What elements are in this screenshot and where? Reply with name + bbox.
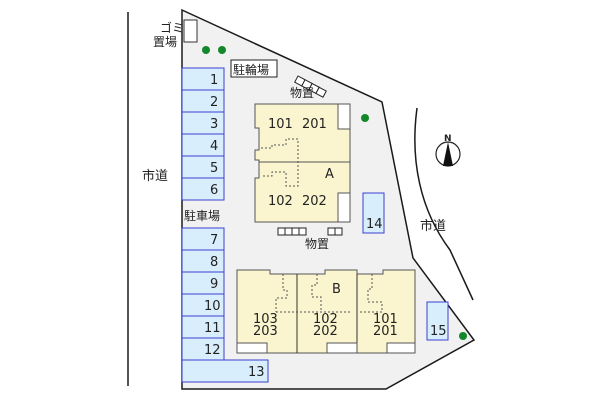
unit-b-202: 202 [313,324,338,339]
parking-number: 14 [366,217,383,232]
unit-b-201: 201 [373,324,398,339]
building-b-label: B [332,282,341,297]
parking-number: 3 [210,117,218,132]
unit-a-202: 202 [302,194,327,209]
north-compass-icon: N [435,134,461,167]
parking-number: 6 [210,183,218,198]
parking-number: 10 [204,299,221,314]
bicycle-parking-label: 駐輪場 [233,62,269,77]
unit-b-101: 101 [373,312,398,327]
bicycle-parking [230,59,278,78]
tree-icon [202,46,210,54]
unit-a-102: 102 [268,194,293,209]
parking-number: 13 [248,365,265,380]
unit-a-201: 201 [302,117,327,132]
parking-number: 7 [210,233,218,248]
tree-icon [361,114,369,122]
storage-top-label: 物置 [290,86,314,100]
garbage-area [183,19,198,43]
garbage-label-1: ゴミ [160,20,184,35]
right-road-edge [414,107,474,301]
storage-mid-label: 物置 [305,237,329,251]
north-label: N [444,134,452,144]
parking-number: 8 [210,255,218,270]
storage-top [294,75,327,98]
storage-mid [277,227,343,236]
road-right-label: 市道 [420,218,446,234]
garbage-label-2: 置場 [153,35,177,49]
parking-number: 1 [210,73,218,88]
parking-number: 5 [210,161,218,176]
building-a: 101 201 A 102 202 [254,103,351,223]
road-left-label: 市道 [142,168,168,184]
parking-number: 11 [204,321,221,336]
parking-space [181,177,225,201]
building-a-label: A [325,167,334,182]
unit-a-101: 101 [268,117,293,132]
parking-column-upper: 1 2 3 4 5 6 [181,67,225,201]
parking-number: 12 [204,343,221,358]
parking-number: 9 [210,277,218,292]
parking-number: 4 [210,139,218,154]
parking-column-lower: 7 8 9 10 11 12 13 [181,227,269,383]
parking-space [181,359,269,383]
parking-label: 駐車場 [184,208,220,223]
parking-space [426,301,449,341]
parking-space [362,192,385,234]
tree-icon [218,46,226,54]
tree-icon [459,332,467,340]
unit-b-203: 203 [253,324,278,339]
building-b: B 103 203 102 202 101 201 [236,269,416,354]
unit-b-103: 103 [253,312,278,327]
unit-b-102: 102 [313,312,338,327]
parking-number: 15 [430,324,447,339]
parking-number: 2 [210,95,218,110]
